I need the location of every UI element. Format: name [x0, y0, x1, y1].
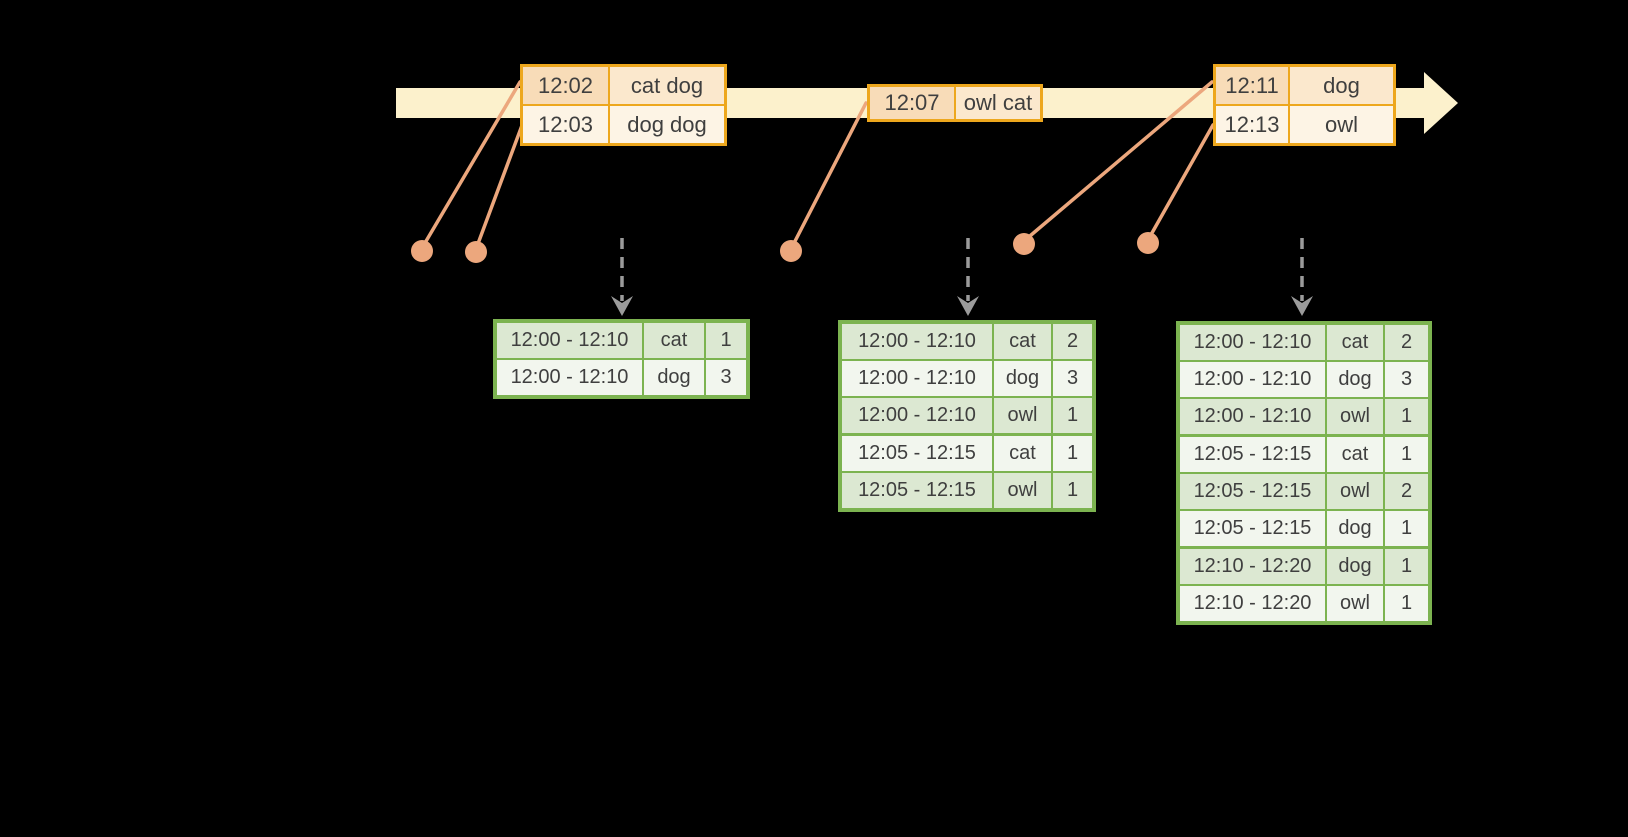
word-cell: owl: [994, 398, 1051, 433]
count-cell: 1: [1053, 398, 1092, 433]
count-cell: 2: [1385, 474, 1428, 509]
word-cell: dog: [644, 360, 704, 395]
word-cell: cat: [994, 436, 1051, 471]
window-cell: 12:05 - 12:15: [842, 473, 992, 508]
event-time: 12:07: [870, 87, 954, 119]
window-cell: 12:10 - 12:20: [1180, 549, 1325, 584]
word-cell: cat: [994, 324, 1051, 359]
window-cell: 12:05 - 12:15: [1180, 474, 1325, 509]
window-cell: 12:05 - 12:15: [1180, 511, 1325, 546]
count-cell: 1: [706, 323, 746, 358]
word-cell: owl: [994, 473, 1051, 508]
count-cell: 1: [1053, 473, 1092, 508]
dashed-arrow-head-icon: [957, 296, 979, 316]
count-cell: 1: [1385, 437, 1428, 472]
count-cell: 2: [1385, 325, 1428, 360]
window-cell: 12:00 - 12:10: [842, 361, 992, 396]
count-cell: 1: [1385, 399, 1428, 434]
word-cell: dog: [994, 361, 1051, 396]
event-dot-icon: [411, 240, 433, 262]
result-table-1: 12:00 - 12:10 cat 1 12:00 - 12:10 dog 3: [493, 319, 750, 399]
count-cell: 3: [706, 360, 746, 395]
word-cell: dog: [1327, 549, 1383, 584]
window-group: 12:10 - 12:20 dog 1 12:10 - 12:20 owl 1: [1180, 549, 1428, 621]
count-cell: 1: [1385, 511, 1428, 546]
window-cell: 12:05 - 12:15: [842, 436, 992, 471]
dashed-arrow-head-icon: [1291, 296, 1313, 316]
event-dot-icon: [1013, 233, 1035, 255]
window-group: 12:00 - 12:10 cat 1 12:00 - 12:10 dog 3: [497, 323, 746, 395]
connector-line: [420, 80, 522, 250]
event-words: owl cat: [956, 87, 1040, 119]
count-cell: 1: [1385, 549, 1428, 584]
word-cell: owl: [1327, 399, 1383, 434]
dashed-arrow-head-icon: [611, 296, 633, 316]
count-cell: 2: [1053, 324, 1092, 359]
window-cell: 12:05 - 12:15: [1180, 437, 1325, 472]
connector-line: [474, 118, 526, 251]
event-dot-icon: [1137, 232, 1159, 254]
window-cell: 12:00 - 12:10: [1180, 325, 1325, 360]
window-cell: 12:00 - 12:10: [497, 360, 642, 395]
result-table-2: 12:00 - 12:10 cat 2 12:00 - 12:10 dog 3 …: [838, 320, 1096, 512]
word-cell: dog: [1327, 511, 1383, 546]
event-time: 12:13: [1216, 106, 1288, 143]
window-group: 12:00 - 12:10 cat 2 12:00 - 12:10 dog 3 …: [842, 324, 1092, 433]
word-cell: owl: [1327, 586, 1383, 621]
trigger-arrows: [611, 238, 1313, 316]
word-cell: cat: [1327, 325, 1383, 360]
connector-line: [1022, 80, 1214, 243]
connector-line: [789, 101, 868, 251]
window-group: 12:00 - 12:10 cat 2 12:00 - 12:10 dog 3 …: [1180, 325, 1428, 434]
count-cell: 3: [1385, 362, 1428, 397]
event-dots: [411, 232, 1159, 263]
window-group: 12:05 - 12:15 cat 1 12:05 - 12:15 owl 2 …: [1180, 437, 1428, 546]
event-time: 12:11: [1216, 67, 1288, 104]
count-cell: 1: [1385, 586, 1428, 621]
count-cell: 3: [1053, 361, 1092, 396]
word-cell: dog: [1327, 362, 1383, 397]
result-table-3: 12:00 - 12:10 cat 2 12:00 - 12:10 dog 3 …: [1176, 321, 1432, 625]
word-cell: cat: [1327, 437, 1383, 472]
connector-lines: [420, 80, 1215, 251]
event-words: dog: [1290, 67, 1393, 104]
word-cell: owl: [1327, 474, 1383, 509]
window-cell: 12:00 - 12:10: [842, 324, 992, 359]
event-time: 12:03: [523, 106, 608, 143]
event-dot-icon: [780, 240, 802, 262]
window-cell: 12:00 - 12:10: [1180, 399, 1325, 434]
count-cell: 1: [1053, 436, 1092, 471]
window-cell: 12:00 - 12:10: [842, 398, 992, 433]
event-time: 12:02: [523, 67, 608, 104]
event-table-3: 12:11 dog 12:13 owl: [1213, 64, 1396, 146]
event-words: owl: [1290, 106, 1393, 143]
event-dot-icon: [465, 241, 487, 263]
connector-line: [1146, 123, 1215, 242]
window-cell: 12:00 - 12:10: [497, 323, 642, 358]
event-words: cat dog: [610, 67, 724, 104]
event-words: dog dog: [610, 106, 724, 143]
window-cell: 12:00 - 12:10: [1180, 362, 1325, 397]
window-group: 12:05 - 12:15 cat 1 12:05 - 12:15 owl 1: [842, 436, 1092, 508]
event-table-1: 12:02 cat dog 12:03 dog dog: [520, 64, 727, 146]
window-cell: 12:10 - 12:20: [1180, 586, 1325, 621]
word-cell: cat: [644, 323, 704, 358]
event-table-2: 12:07 owl cat: [867, 84, 1043, 122]
